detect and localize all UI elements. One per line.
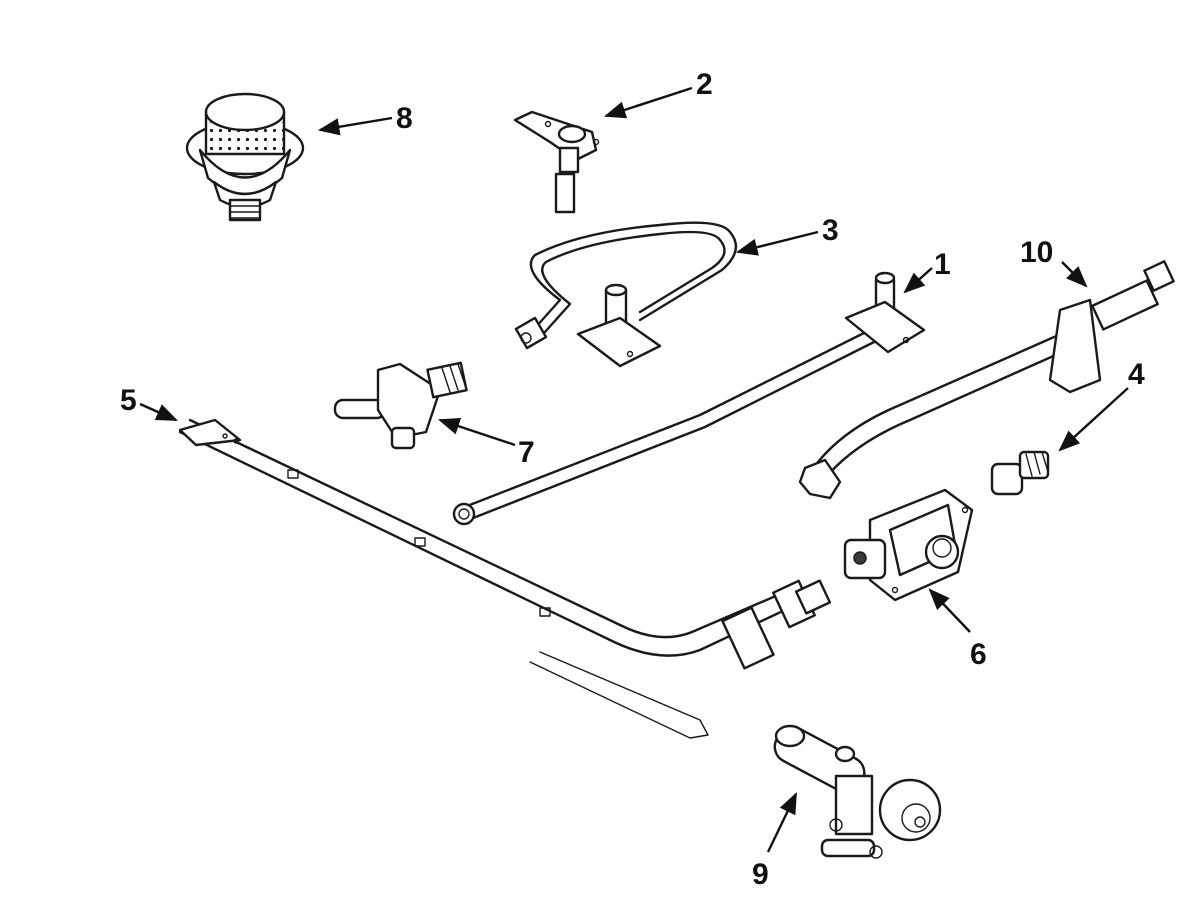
part-8-burner-head — [185, 92, 305, 222]
callout-arrow-9 — [766, 792, 798, 853]
callout-1: 1 — [934, 248, 951, 281]
callout-7: 7 — [518, 436, 535, 469]
callout-arrow-2 — [603, 86, 693, 119]
part-5-manifold — [178, 418, 832, 739]
callout-arrow-10 — [1061, 261, 1088, 288]
part-4-fitting — [990, 450, 1050, 496]
callout-9: 9 — [752, 858, 769, 891]
callout-arrow-5 — [139, 402, 178, 422]
callout-2: 2 — [696, 68, 713, 101]
callout-arrow-6 — [928, 588, 971, 633]
part-6-regulator — [843, 488, 974, 602]
callout-arrow-7 — [437, 417, 516, 447]
callout-3: 3 — [822, 214, 839, 247]
callout-8: 8 — [396, 102, 413, 135]
part-7-valve — [333, 361, 468, 450]
callout-arrow-3 — [735, 230, 819, 256]
part-3-burner-tube — [514, 221, 738, 368]
part-2-bracket — [513, 110, 600, 214]
part-10-supply-tube — [798, 260, 1175, 500]
callout-arrow-8 — [317, 116, 393, 136]
callout-10: 10 — [1020, 236, 1053, 269]
part-1-burner-tube — [452, 271, 926, 526]
callout-5: 5 — [120, 384, 137, 417]
callout-arrow-1 — [903, 267, 933, 294]
callout-6: 6 — [970, 638, 987, 671]
callout-arrow-4 — [1058, 387, 1129, 452]
callout-4: 4 — [1128, 358, 1145, 391]
part-9-valve-assembly — [773, 724, 942, 859]
